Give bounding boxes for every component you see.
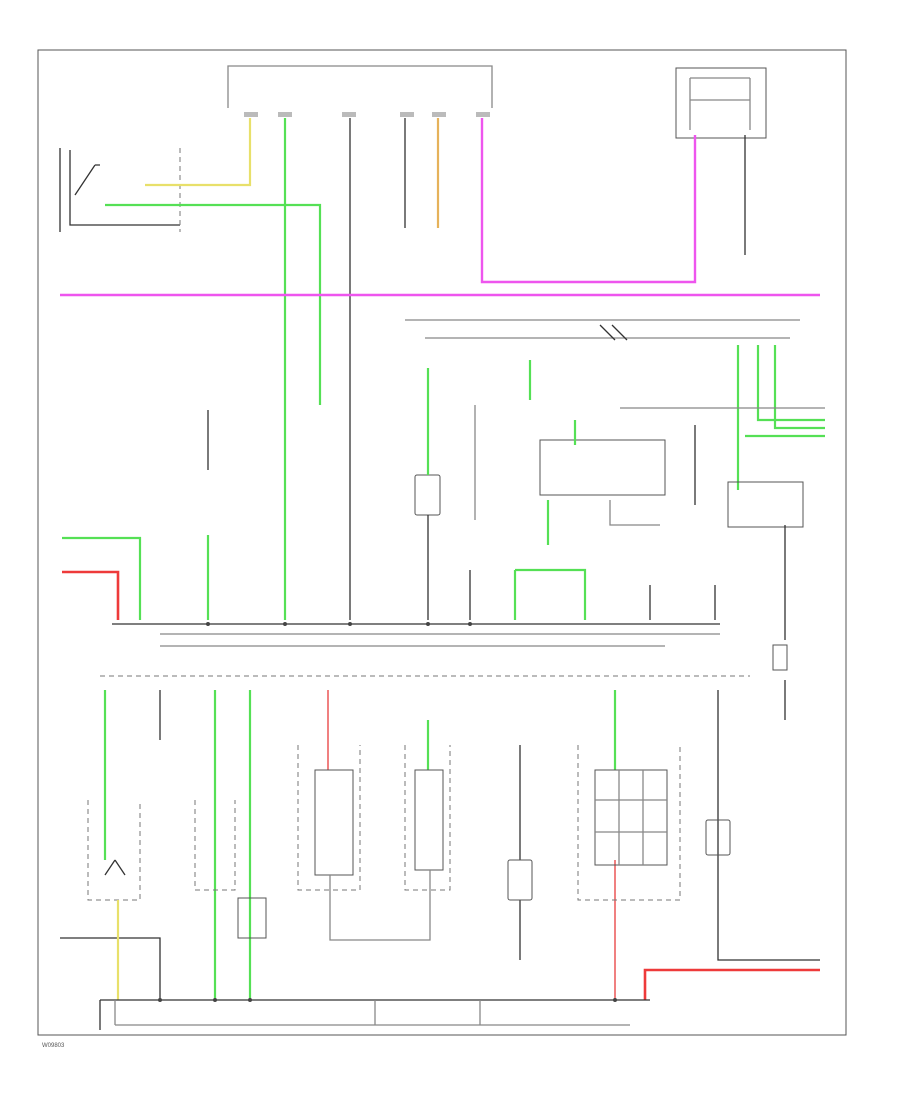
wire-green-right-2: [756, 345, 825, 422]
wire-magenta-top-loop: [480, 118, 697, 284]
right-cluster-grid-lines: [595, 770, 667, 865]
wire-black-mid-4: [649, 585, 716, 620]
center-ground-loop: [329, 870, 431, 941]
top-right-module-internal: [689, 77, 751, 130]
right-control-module: [727, 481, 804, 528]
right-fuse: [772, 644, 788, 671]
center-module-2: [414, 769, 444, 871]
center-module: [539, 439, 666, 496]
wire-green-right-3: [773, 345, 825, 430]
diagram-border: [37, 49, 847, 1036]
splice-points: [158, 622, 617, 1002]
wire-black-low-right: [717, 690, 820, 961]
top-connector-pins: [244, 112, 490, 117]
transmission-switch-bracket: [194, 800, 236, 891]
center-left-bracket: [297, 745, 361, 891]
wire-green-left-input: [62, 536, 142, 620]
fuse-block: [507, 859, 533, 901]
sensor-unit: [414, 474, 441, 516]
right-cluster-grid: [594, 769, 668, 866]
page-code: W09803: [42, 1043, 65, 1049]
wire-red-bottom-right: [643, 968, 820, 1000]
wire-red-left-input: [62, 570, 120, 620]
wire-green-loop-mid: [513, 568, 587, 620]
right-cluster-bracket: [577, 745, 681, 901]
bottom-ground-bus-2: [114, 1000, 630, 1026]
left-lamp-bracket: [87, 800, 141, 901]
right-sensor-unit: [705, 819, 731, 856]
mid-relay-symbol: [599, 324, 628, 341]
left-switch-lever: [74, 164, 100, 196]
top-connector-bracket: [227, 65, 493, 108]
center-module-bracket: [404, 745, 451, 891]
wire-yellow-top: [145, 118, 252, 187]
left-switch-frame: [59, 148, 180, 232]
center-left-module: [314, 769, 354, 876]
center-module-connector: [609, 500, 660, 526]
left-lamp-symbol: [104, 859, 126, 876]
small-sensor-box: [237, 897, 267, 939]
wire-black-bottom-left: [60, 937, 161, 1000]
wire-green-horizontal: [105, 203, 322, 405]
top-right-module: [675, 67, 767, 139]
